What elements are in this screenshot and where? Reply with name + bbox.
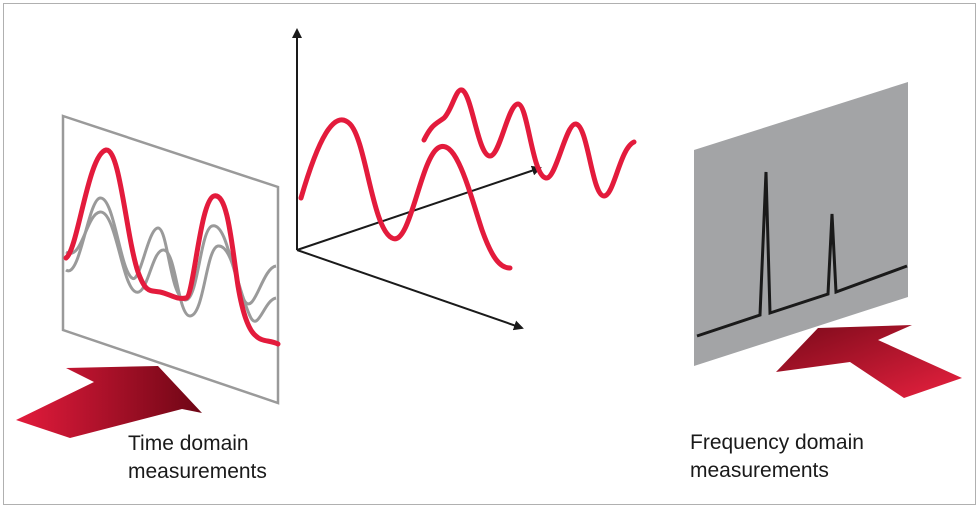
frequency-domain-panel xyxy=(694,82,908,366)
frequency-domain-caption: Frequency domain measurements xyxy=(690,429,864,485)
signal-axes xyxy=(292,28,637,331)
frequency-domain-plane xyxy=(694,82,908,366)
figure-frame xyxy=(3,3,976,505)
spectrum-trace xyxy=(696,171,908,338)
frequency-domain-caption-line1: Frequency domain xyxy=(690,431,864,454)
time-domain-caption-line1: Time domain xyxy=(128,432,249,455)
low-frequency-wave xyxy=(298,117,513,271)
time-domain-caption-line2: measurements xyxy=(128,460,267,483)
time-domain-input-arrow xyxy=(16,366,202,438)
high-frequency-wave xyxy=(421,87,637,199)
time-domain-panel xyxy=(61,114,281,405)
time-axis xyxy=(296,249,524,331)
time-trace-gray-2 xyxy=(65,210,277,323)
time-domain-caption: Time domain measurements xyxy=(128,430,267,486)
time-trace-signal xyxy=(63,147,281,347)
frequency-axis xyxy=(296,165,542,251)
frequency-domain-input-arrow xyxy=(776,325,962,398)
frequency-domain-caption-line2: measurements xyxy=(690,459,829,482)
